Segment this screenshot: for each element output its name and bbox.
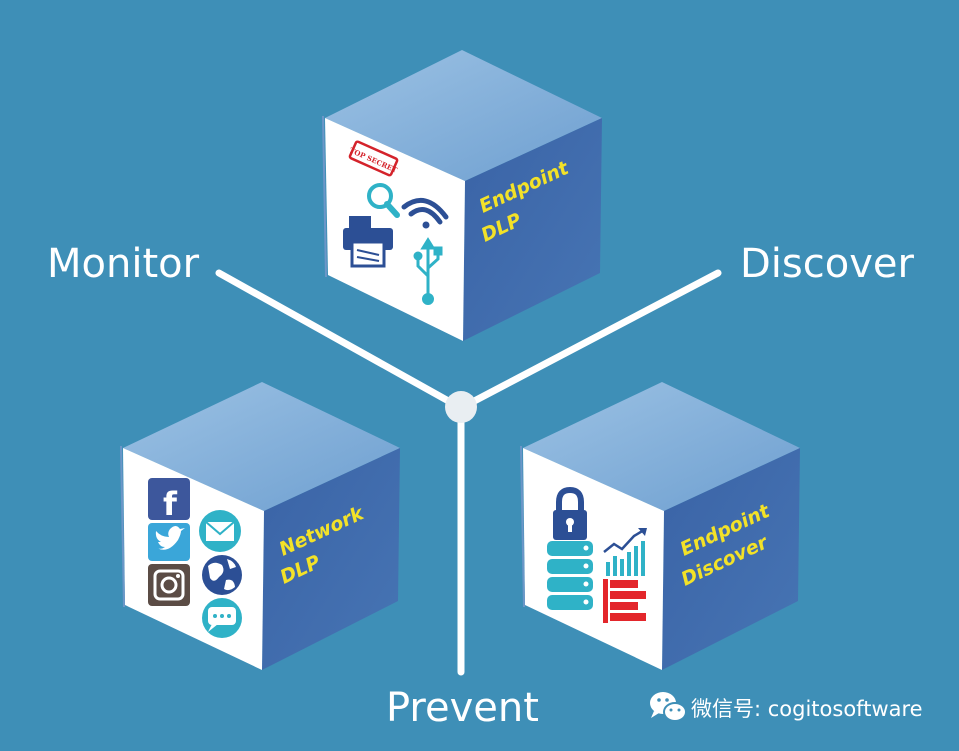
printer-icon bbox=[343, 216, 393, 268]
cube-endpoint-dlp: TOP SECRET Endpoint bbox=[322, 50, 602, 341]
search-icon bbox=[367, 183, 400, 218]
database-server-icon bbox=[547, 541, 593, 610]
cube-top bbox=[123, 382, 400, 511]
cube-front bbox=[325, 118, 465, 341]
cube-top bbox=[523, 382, 800, 511]
twitter-icon bbox=[148, 523, 190, 561]
cube-side bbox=[662, 448, 800, 670]
svg-text:f: f bbox=[163, 485, 178, 523]
cube-side bbox=[463, 118, 602, 341]
instagram-icon bbox=[148, 564, 190, 606]
label-prevent: Prevent bbox=[386, 685, 539, 731]
globe-icon bbox=[202, 555, 242, 595]
email-icon bbox=[199, 510, 241, 552]
cube-top bbox=[325, 50, 602, 181]
cube-network-dlp: f bbox=[120, 382, 400, 670]
wechat-icon bbox=[650, 692, 687, 722]
cube-endpoint-discover: Endpoint Discover bbox=[520, 382, 800, 670]
document-list-icon bbox=[603, 579, 646, 623]
chart-growth-icon bbox=[603, 528, 647, 576]
facebook-icon: f bbox=[148, 478, 190, 523]
watermark-text: 微信号: cogitosoftware bbox=[691, 697, 923, 721]
cube-side bbox=[262, 448, 400, 670]
watermark: 微信号: cogitosoftware bbox=[650, 692, 923, 722]
lock-icon bbox=[553, 486, 587, 540]
usb-icon bbox=[413, 237, 443, 305]
connector-hub bbox=[445, 391, 477, 423]
connector-line-monitor bbox=[215, 269, 465, 412]
connector bbox=[215, 269, 722, 676]
connector-line-discover bbox=[457, 269, 722, 412]
chat-icon bbox=[202, 598, 242, 638]
label-monitor: Monitor bbox=[47, 241, 200, 287]
top-secret-stamp-icon bbox=[348, 140, 399, 177]
label-discover: Discover bbox=[740, 241, 915, 287]
wifi-icon bbox=[401, 197, 449, 229]
